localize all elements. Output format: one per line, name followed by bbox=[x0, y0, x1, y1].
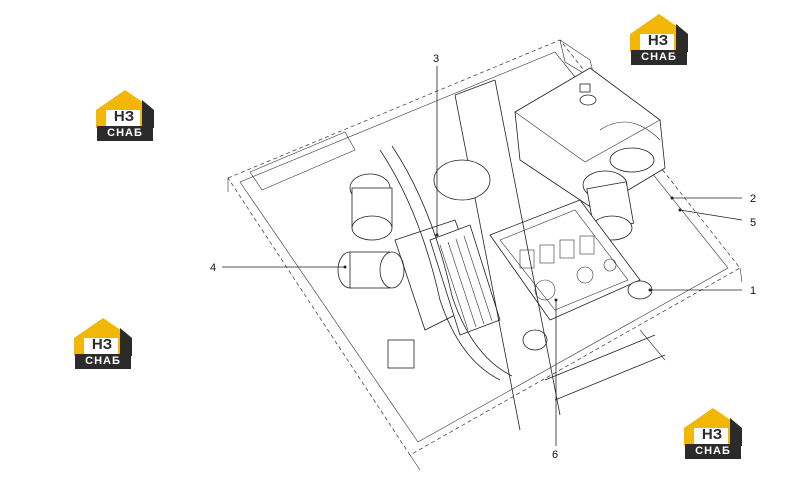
callout-5: 5 bbox=[750, 217, 756, 229]
logo-mark: НЗ bbox=[701, 426, 723, 443]
leader-lines bbox=[222, 66, 743, 446]
house-icon bbox=[74, 318, 132, 356]
logo-caption: СНАБ bbox=[75, 354, 131, 369]
air-filter bbox=[349, 173, 393, 241]
logo-caption: СНАБ bbox=[97, 126, 153, 141]
pump-unit bbox=[337, 219, 486, 331]
house-icon bbox=[96, 90, 154, 128]
house-icon bbox=[630, 14, 688, 52]
callout-4: 4 bbox=[210, 262, 216, 274]
frame-rails bbox=[387, 79, 666, 431]
callout-2: 2 bbox=[750, 193, 756, 205]
callout-6: 6 bbox=[552, 449, 558, 461]
logo-mark: НЗ bbox=[647, 32, 669, 49]
base-frame bbox=[227, 39, 743, 471]
logo-mark: НЗ bbox=[91, 336, 113, 353]
callout-1: 1 bbox=[750, 285, 756, 297]
watermark-logo: НЗ СНАБ bbox=[628, 12, 690, 68]
watermark-logo: НЗ СНАБ bbox=[682, 406, 744, 462]
fuel-tank bbox=[514, 67, 666, 211]
logo-caption: СНАБ bbox=[685, 444, 741, 459]
watermark-logo: НЗ СНАБ bbox=[94, 88, 156, 144]
watermark-logo: НЗ СНАБ bbox=[72, 316, 134, 372]
house-icon bbox=[684, 408, 742, 446]
logo-caption: СНАБ bbox=[631, 50, 687, 65]
callout-3: 3 bbox=[433, 53, 439, 65]
logo-mark: НЗ bbox=[113, 108, 135, 125]
radiator bbox=[379, 145, 513, 381]
engine-block bbox=[489, 199, 653, 351]
